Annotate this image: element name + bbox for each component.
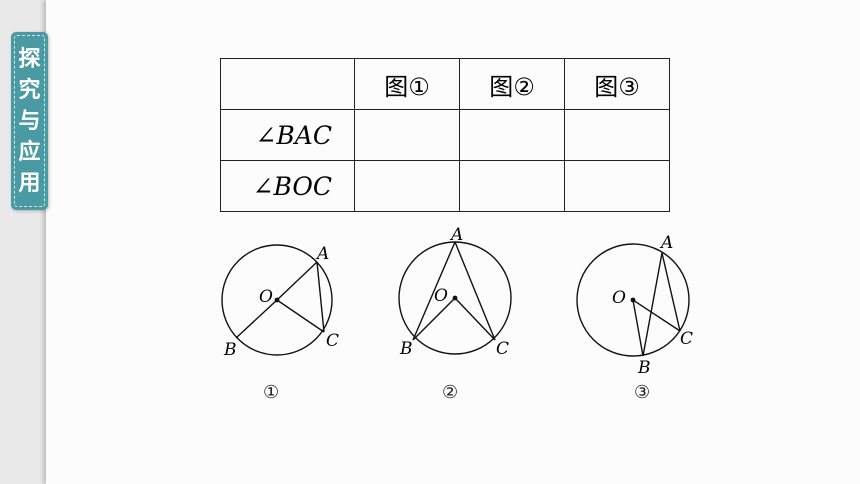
table-row: ∠BOC — [220, 160, 670, 212]
segment-ab — [642, 252, 663, 357]
figure-caption: ① — [263, 382, 279, 403]
angle-table: 图① 图② 图③ ∠BAC ∠BOC — [220, 58, 670, 212]
circle-1 — [221, 244, 333, 356]
label-a: A — [449, 225, 463, 245]
center-dot — [452, 295, 458, 301]
center-dot — [274, 297, 280, 303]
section-tab: 探 究 与 应 用 — [11, 32, 48, 210]
figure-caption: ② — [442, 382, 458, 403]
segment-oa — [276, 261, 318, 301]
segment-oc — [454, 297, 496, 341]
label-b: B — [223, 340, 237, 360]
segment-ob — [412, 297, 456, 341]
segment-ab — [412, 241, 456, 341]
label-c: C — [680, 329, 693, 349]
segment-ob — [235, 299, 278, 339]
figure-caption: ③ — [634, 382, 650, 403]
table-header-cell: 图② — [459, 58, 565, 110]
table-header-row: 图① 图② 图③ — [220, 58, 670, 110]
section-tab-char: 究 — [18, 77, 41, 103]
section-tab-frame: 探 究 与 应 用 — [14, 35, 45, 207]
table-cell — [564, 160, 670, 212]
label-o: O — [612, 288, 626, 308]
table-cell — [459, 109, 565, 161]
section-tab-char: 与 — [18, 108, 41, 134]
table-header-cell: 图① — [354, 58, 460, 110]
label-o: O — [434, 286, 448, 306]
figure-2 — [398, 241, 512, 355]
segment-oc — [276, 299, 325, 333]
segment-ac — [454, 241, 496, 341]
figure-3 — [576, 243, 690, 357]
label-c: C — [326, 331, 339, 351]
figure-1 — [221, 244, 333, 356]
segment-ac — [661, 252, 681, 332]
segment-ac — [316, 261, 325, 333]
center-dot — [630, 297, 636, 303]
table-cell — [564, 109, 670, 161]
table-cell — [354, 109, 460, 161]
row-label-bac: ∠BAC — [220, 109, 355, 161]
segment-ob — [632, 299, 644, 357]
row-label-boc: ∠BOC — [220, 160, 355, 212]
section-tab-char: 探 — [18, 46, 41, 72]
label-a: A — [659, 233, 673, 253]
table-header-cell: 图③ — [564, 58, 670, 110]
section-tab-char: 用 — [18, 170, 41, 196]
table-row: ∠BAC — [220, 109, 670, 161]
label-a: A — [315, 244, 329, 264]
label-b: B — [399, 339, 413, 359]
label-b: B — [637, 358, 651, 378]
label-o: O — [259, 287, 273, 307]
section-tab-char: 应 — [18, 139, 41, 165]
circle-3 — [576, 243, 690, 357]
segment-oc — [632, 299, 681, 332]
label-c: C — [496, 339, 509, 359]
